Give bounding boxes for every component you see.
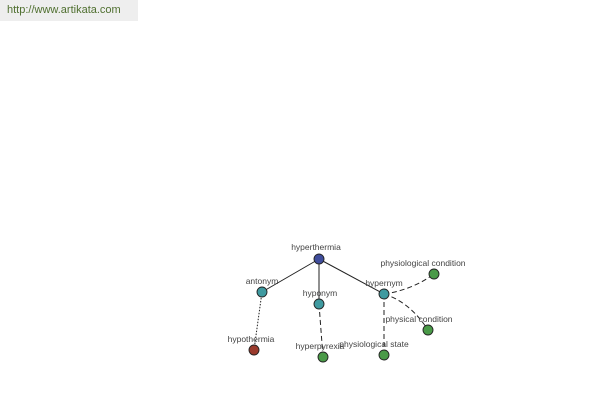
node-label-physiological-state[interactable]: physiological state (339, 339, 409, 349)
edge-hypernym-to-physical-condition (383, 293, 429, 331)
node-label-hypernym[interactable]: hypernym (365, 278, 402, 288)
node-label-hypothermia[interactable]: hypothermia (228, 334, 275, 344)
node-antonym[interactable] (256, 286, 268, 298)
node-physical-condition[interactable] (422, 324, 434, 336)
node-hyperthermia[interactable] (313, 253, 325, 265)
node-label-hyperpyrexia[interactable]: hyperpyrexia (296, 341, 345, 351)
node-label-physical-condition[interactable]: physical condition (385, 314, 452, 324)
node-physiological-state[interactable] (378, 349, 390, 361)
node-label-hyponym[interactable]: hyponym (303, 288, 338, 298)
node-hyperpyrexia[interactable] (317, 351, 329, 363)
site-url-link[interactable]: http://www.artikata.com (7, 4, 121, 16)
node-label-physiological-condition[interactable]: physiological condition (380, 258, 465, 268)
node-hypothermia[interactable] (248, 344, 260, 356)
node-physiological-condition[interactable] (428, 268, 440, 280)
edge-hyperthermia-to-hypernym (318, 258, 385, 295)
node-label-hyperthermia[interactable]: hyperthermia (291, 242, 341, 252)
node-label-antonym[interactable]: antonym (246, 276, 279, 286)
edge-hyponym-to-hyperpyrexia (318, 303, 324, 358)
graph-nodes (248, 253, 440, 363)
node-hypernym[interactable] (378, 288, 390, 300)
node-hyponym[interactable] (313, 298, 325, 310)
edge-antonym-to-hypothermia (253, 291, 263, 351)
url-banner: http://www.artikata.com (0, 0, 138, 21)
edge-hyperthermia-to-antonym (261, 258, 320, 293)
graph-labels: hyperthermia antonym hyponym hypernym hypoth… (228, 242, 466, 351)
